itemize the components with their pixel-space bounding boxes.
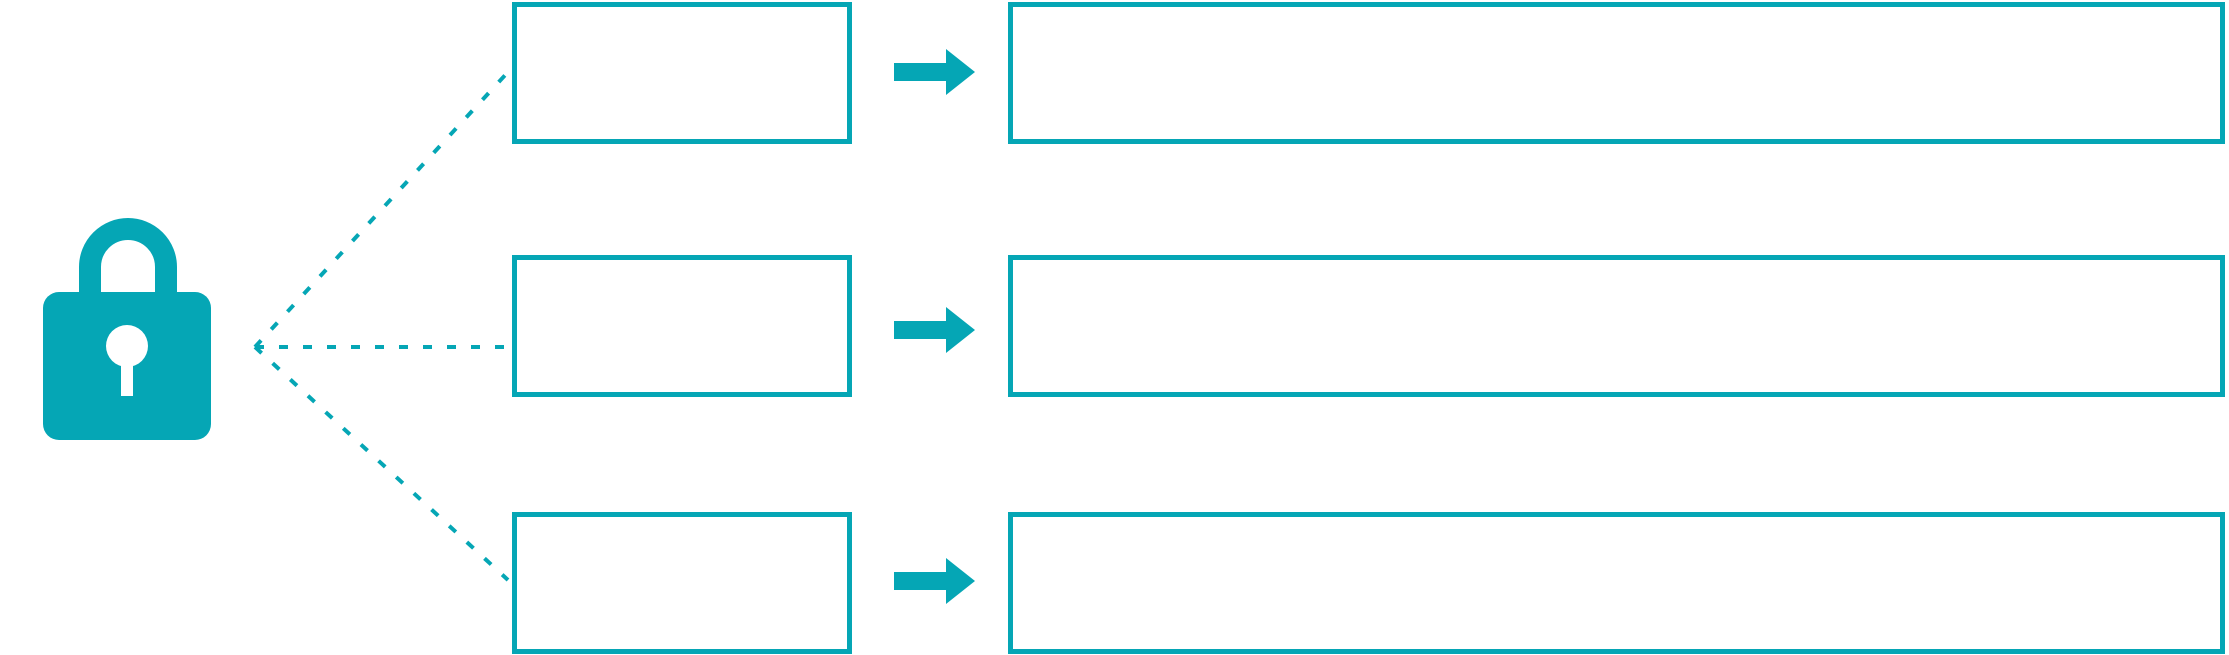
source-box-2 bbox=[512, 255, 852, 397]
lock-icon bbox=[43, 218, 211, 440]
right-arrow-icon bbox=[894, 558, 975, 604]
dotted-connector-top bbox=[253, 70, 510, 349]
target-box-2 bbox=[1008, 255, 2225, 397]
right-arrow-icon bbox=[894, 307, 975, 353]
lock-keyhole-stem bbox=[121, 346, 133, 396]
lock-shackle bbox=[79, 218, 177, 305]
source-box-1 bbox=[512, 2, 852, 144]
target-box-3 bbox=[1008, 512, 2225, 654]
target-box-1 bbox=[1008, 2, 2225, 144]
dotted-connector-bottom bbox=[253, 345, 510, 582]
right-arrow-icon bbox=[894, 49, 975, 95]
source-box-3 bbox=[512, 512, 852, 654]
